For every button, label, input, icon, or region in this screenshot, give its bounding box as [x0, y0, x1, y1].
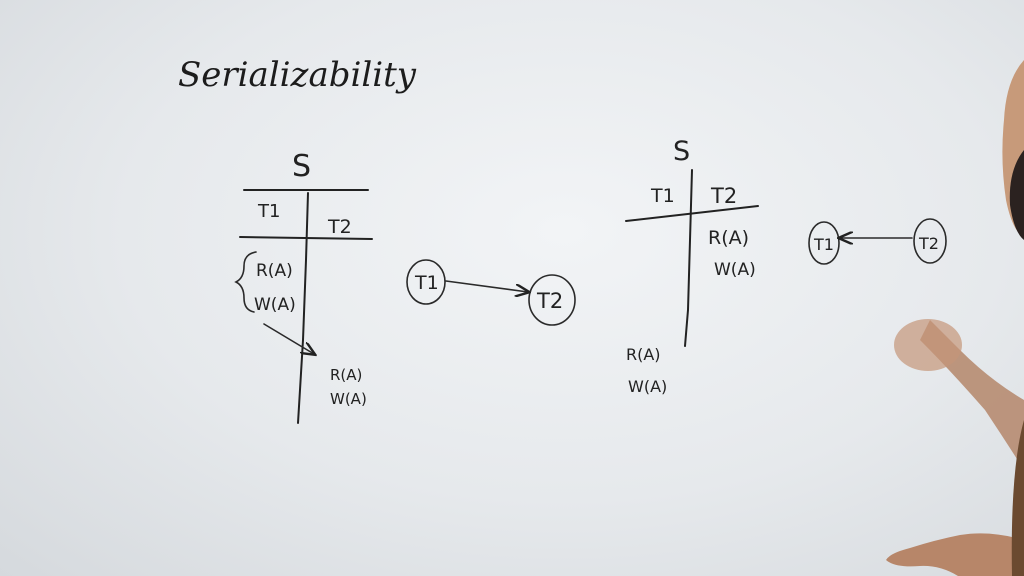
- right-precedence-graph: T1 T2: [808, 218, 947, 265]
- right-col-t2: T2: [710, 184, 737, 208]
- presenter-lower-hand: [886, 533, 1024, 576]
- left-schedule-name: S: [292, 149, 311, 184]
- left-precedence-graph: T1 T2: [406, 259, 576, 326]
- presenter-beard: [1009, 150, 1024, 240]
- presenter-hand-blur: [894, 319, 962, 371]
- left-brace: [234, 251, 257, 313]
- left-graph-edge: [445, 280, 528, 292]
- left-node-t1: [406, 259, 446, 305]
- right-schedule: S T1 T2 R(A) W(A) R(A) W(A): [625, 136, 759, 396]
- left-node-t1-label: T1: [414, 272, 439, 294]
- right-col-t1: T1: [650, 185, 675, 207]
- right-node-t2: [913, 218, 947, 264]
- left-t2-op-read: R(A): [330, 366, 362, 384]
- left-t2-op-write: W(A): [330, 390, 367, 408]
- presenter-silhouette: [886, 60, 1024, 576]
- left-schedule: S T1 T2 R(A) W(A) R(A) W(A): [234, 149, 373, 424]
- left-conflict-arrow: [263, 323, 314, 354]
- left-node-t2: [528, 274, 576, 326]
- left-divider: [297, 192, 309, 424]
- left-col-t2: T2: [327, 216, 352, 238]
- title: Serializability: [178, 55, 417, 95]
- right-schedule-name: S: [673, 136, 690, 167]
- right-t1-op-write: W(A): [628, 377, 667, 396]
- left-col-t1: T1: [257, 201, 280, 222]
- right-node-t2-label: T2: [918, 234, 939, 253]
- left-node-t2-label: T2: [536, 289, 563, 313]
- right-t1-op-read: R(A): [626, 345, 661, 364]
- right-t2-op-read: R(A): [708, 227, 749, 249]
- presenter-shirt: [1011, 420, 1024, 576]
- right-divider: [684, 169, 693, 347]
- right-node-t1-label: T1: [813, 235, 834, 254]
- left-t1-op-read: R(A): [256, 261, 293, 281]
- right-t2-op-write: W(A): [714, 260, 756, 280]
- right-header-line: [625, 205, 759, 222]
- left-t1-op-write: W(A): [254, 295, 296, 315]
